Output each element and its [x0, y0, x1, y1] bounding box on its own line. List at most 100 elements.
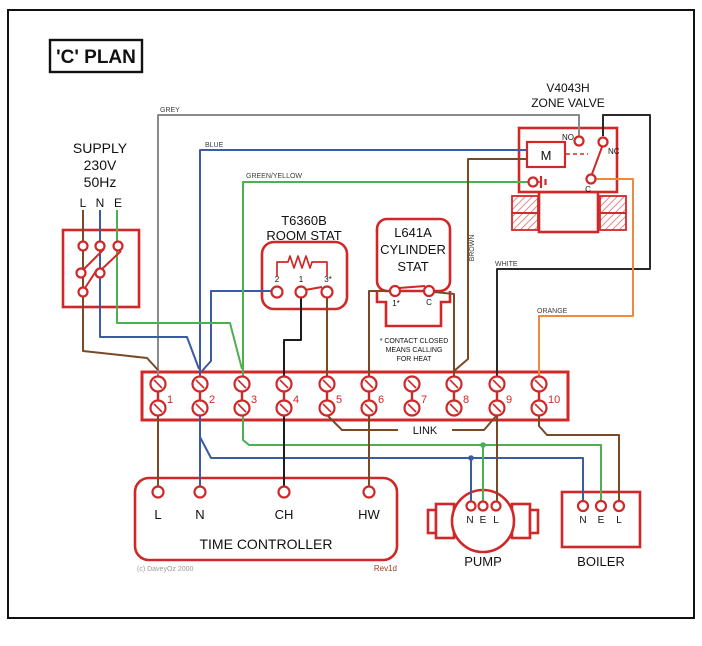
cylinder-stat-label-c: C — [426, 298, 432, 307]
wire-brown-supply-live — [82, 210, 159, 371]
supply-switch-blade-2 — [83, 248, 105, 270]
strip-terminal-1 — [149, 375, 167, 417]
valve-motor-box — [525, 140, 567, 169]
controller-terminal-n — [193, 485, 207, 499]
supply-title-line1: SUPPLY — [73, 140, 128, 156]
wire-brown-boiler-live — [538, 415, 620, 502]
pump-terminal-l — [490, 500, 502, 512]
valve-earth-icon — [527, 176, 547, 188]
strip-number-8: 8 — [463, 394, 469, 406]
valve-union-left-top — [511, 195, 539, 214]
copyright-note: (c) DaveyOz 2000 — [137, 566, 194, 573]
valve-switch-blade — [591, 146, 603, 175]
supply-title-line2: 230V — [84, 157, 117, 173]
controller-terminal-hw — [362, 485, 376, 499]
valve-union-right-bottom — [599, 212, 627, 231]
strip-terminal-10 — [530, 375, 548, 417]
supply-label-e: E — [114, 196, 122, 210]
supply-switch-l-mid — [75, 267, 87, 279]
wire-brown-cyl-stat-1 — [368, 290, 390, 378]
wire-label-green-yellow: GREEN/YELLOW — [246, 173, 302, 180]
room-stat-label-2: 2 — [275, 275, 280, 284]
controller-terminal-ch — [277, 485, 291, 499]
controller-terminal-l — [151, 485, 165, 499]
wire-brown-link-left — [326, 414, 398, 431]
valve-union-left-bottom — [511, 212, 539, 231]
revision-label: Rev1d — [374, 564, 397, 573]
junction-dot-green — [480, 442, 486, 448]
strip-terminal-5 — [318, 375, 336, 417]
strip-terminal-4 — [275, 375, 293, 417]
pump-label-l: L — [493, 515, 499, 526]
controller-label-hw: HW — [358, 507, 380, 522]
strip-number-3: 3 — [251, 394, 257, 406]
cylinder-stat-pocket — [375, 291, 452, 328]
strip-terminal-2 — [191, 375, 209, 417]
valve-nc-label: NC — [608, 147, 620, 156]
supply-title-line3: 50Hz — [84, 174, 117, 190]
wire-orange-valve-c — [538, 178, 634, 378]
cylinder-stat-model: L641A — [394, 225, 432, 240]
valve-motor-label: M — [541, 148, 552, 163]
supply-label-l: L — [80, 196, 87, 210]
link-label: LINK — [413, 425, 438, 437]
supply-switch-n-mid — [94, 267, 106, 279]
wire-brown-valve-motor — [453, 158, 529, 372]
cylinder-stat-note-line2: MEANS CALLING — [386, 347, 443, 354]
valve-body — [537, 190, 600, 234]
strip-number-5: 5 — [336, 394, 342, 406]
wire-green-earth-bus — [242, 415, 602, 502]
pump-label-e: E — [480, 515, 487, 526]
valve-union-right-top — [599, 195, 627, 214]
strip-number-9: 9 — [506, 394, 512, 406]
boiler-name: BOILER — [577, 554, 625, 569]
boiler-label-l: L — [616, 515, 622, 526]
wire-green-supply-earth — [116, 210, 243, 370]
cylinder-stat-name-line2: STAT — [397, 259, 428, 274]
strip-number-6: 6 — [378, 394, 384, 406]
controller-label-l: L — [154, 507, 161, 522]
supply-switch-l-bottom — [77, 286, 89, 298]
valve-c-label: C — [585, 185, 591, 194]
room-stat-terminal-3 — [320, 285, 334, 299]
strip-number-4: 4 — [293, 394, 299, 406]
pump-flange-right-outer — [528, 508, 540, 535]
valve-terminal-no — [573, 135, 585, 147]
supply-switch-blade-1 — [84, 270, 97, 289]
strip-terminal-3 — [233, 375, 251, 417]
wire-green-valve-earth — [242, 181, 528, 378]
room-stat-switch-blade — [304, 286, 323, 291]
cylinder-stat-terminal-c — [422, 284, 436, 298]
room-stat-label-3: 3* — [324, 275, 332, 284]
strip-terminal-8 — [445, 375, 463, 417]
boiler-label-e: E — [598, 515, 605, 526]
boiler-terminal-n — [576, 499, 590, 513]
strip-terminal-9 — [488, 375, 506, 417]
strip-number-7: 7 — [421, 394, 427, 406]
controller-label-ch: CH — [275, 507, 294, 522]
wire-grey-valve-no — [157, 114, 580, 378]
cylinder-stat-head — [375, 217, 452, 293]
strip-number-10: 10 — [548, 394, 560, 406]
junction-dot-blue — [468, 455, 474, 461]
cylinder-stat-switch-blade — [398, 285, 426, 289]
wire-white-valve-nc — [496, 114, 651, 378]
pump-terminal-n — [465, 500, 477, 512]
valve-no-label: NO — [562, 133, 574, 142]
wire-label-white: WHITE — [495, 261, 518, 268]
room-stat-anticipator-resistor — [276, 255, 328, 276]
room-stat-terminal-2 — [270, 285, 284, 299]
wire-label-brown: BROWN — [469, 235, 476, 262]
cylinder-stat-label-1: 1* — [392, 299, 400, 308]
wire-label-orange: ORANGE — [537, 308, 568, 315]
strip-number-1: 1 — [167, 394, 173, 406]
pump-terminal-e — [477, 500, 489, 512]
boiler-label-n: N — [579, 515, 586, 526]
boiler-terminal-l — [612, 499, 626, 513]
room-stat-label-1: 1 — [299, 275, 304, 284]
wire-brown-cyl-stat-c — [433, 291, 455, 378]
controller-name: TIME CONTROLLER — [199, 536, 332, 552]
boiler-terminal-e — [594, 499, 608, 513]
